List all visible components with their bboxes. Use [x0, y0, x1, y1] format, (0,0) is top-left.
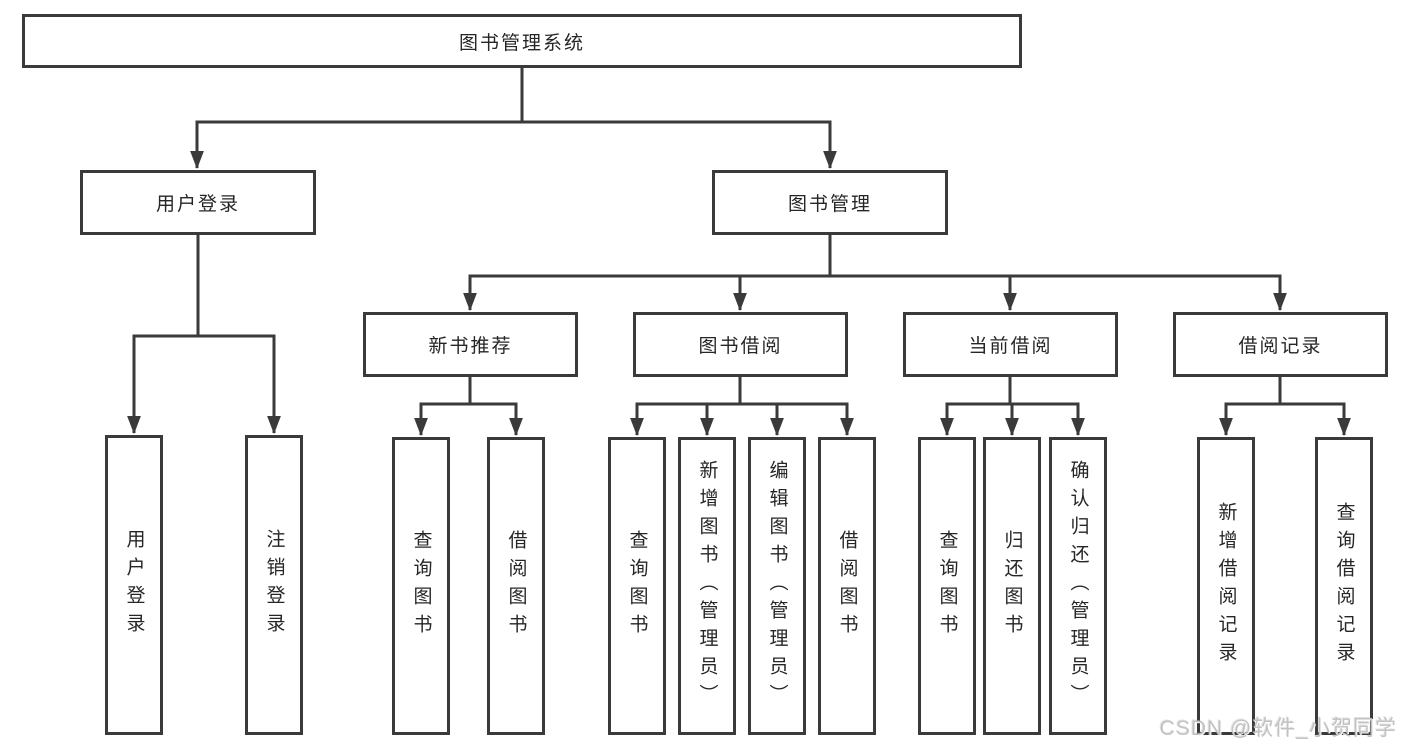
leaf-borrow-search-books: 查询图书: [608, 437, 666, 735]
leaf-logout-label: 注销登录: [263, 529, 285, 641]
node-book-borrowing-label: 图书借阅: [698, 336, 783, 357]
node-user-login-label: 用户登录: [155, 194, 240, 215]
leaf-logout: 注销登录: [245, 435, 303, 735]
node-new-book-recommend: 新书推荐: [363, 312, 578, 377]
leaf-current-search-books: 查询图书: [918, 437, 976, 735]
leaf-records-search-record-label: 查询借阅记录: [1333, 502, 1355, 670]
node-borrowing-records: 借阅记录: [1173, 312, 1388, 377]
leaf-borrow-add-books-admin-label: 新增图书（管理员）: [696, 460, 718, 712]
leaf-current-search-books-label: 查询图书: [936, 530, 958, 642]
leaf-current-confirm-return-admin: 确认归还（管理员）: [1049, 437, 1107, 735]
node-book-management: 图书管理: [712, 170, 948, 235]
leaf-user-login: 用户登录: [105, 435, 163, 735]
leaf-borrow-search-books-label: 查询图书: [626, 530, 648, 642]
edge-book-borrowing-to-leaves: [630, 377, 854, 437]
node-current-borrowing: 当前借阅: [903, 312, 1118, 377]
leaf-newbook-search-books-label: 查询图书: [410, 530, 432, 642]
leaf-newbook-search-books: 查询图书: [392, 437, 450, 735]
leaf-user-login-label: 用户登录: [123, 529, 145, 641]
leaf-borrow-edit-books-admin-label: 编辑图书（管理员）: [766, 460, 788, 712]
node-new-book-recommend-label: 新书推荐: [428, 336, 513, 357]
node-root: 图书管理系统: [22, 14, 1022, 68]
edge-root-to-level2: [190, 68, 837, 170]
leaf-records-search-record: 查询借阅记录: [1315, 437, 1373, 735]
node-borrowing-records-label: 借阅记录: [1238, 336, 1323, 357]
node-book-management-label: 图书管理: [787, 194, 872, 215]
leaf-borrow-edit-books-admin: 编辑图书（管理员）: [748, 437, 806, 735]
edge-new-book-recommend-to-leaves: [414, 377, 523, 437]
leaf-records-add-record-label: 新增借阅记录: [1215, 502, 1237, 670]
node-current-borrowing-label: 当前借阅: [968, 336, 1053, 357]
leaf-newbook-borrow-books-label: 借阅图书: [505, 530, 527, 642]
edge-current-borrowing-to-leaves: [940, 377, 1085, 437]
edge-book-management-to-level3: [463, 235, 1287, 312]
leaf-newbook-borrow-books: 借阅图书: [487, 437, 545, 735]
leaf-borrow-add-books-admin: 新增图书（管理员）: [678, 437, 736, 735]
node-user-login: 用户登录: [80, 170, 316, 235]
edge-borrowing-records-to-leaves: [1219, 377, 1351, 437]
leaf-current-return-books-label: 归还图书: [1001, 530, 1023, 642]
leaf-current-return-books: 归还图书: [983, 437, 1041, 735]
leaf-borrow-borrow-books-label: 借阅图书: [836, 530, 858, 642]
edge-user-login-to-leaves: [127, 235, 281, 435]
leaf-current-confirm-return-admin-label: 确认归还（管理员）: [1067, 460, 1089, 712]
leaf-records-add-record: 新增借阅记录: [1197, 437, 1255, 735]
node-root-label: 图书管理系统: [458, 32, 585, 54]
leaf-borrow-borrow-books: 借阅图书: [818, 437, 876, 735]
node-book-borrowing: 图书借阅: [633, 312, 848, 377]
